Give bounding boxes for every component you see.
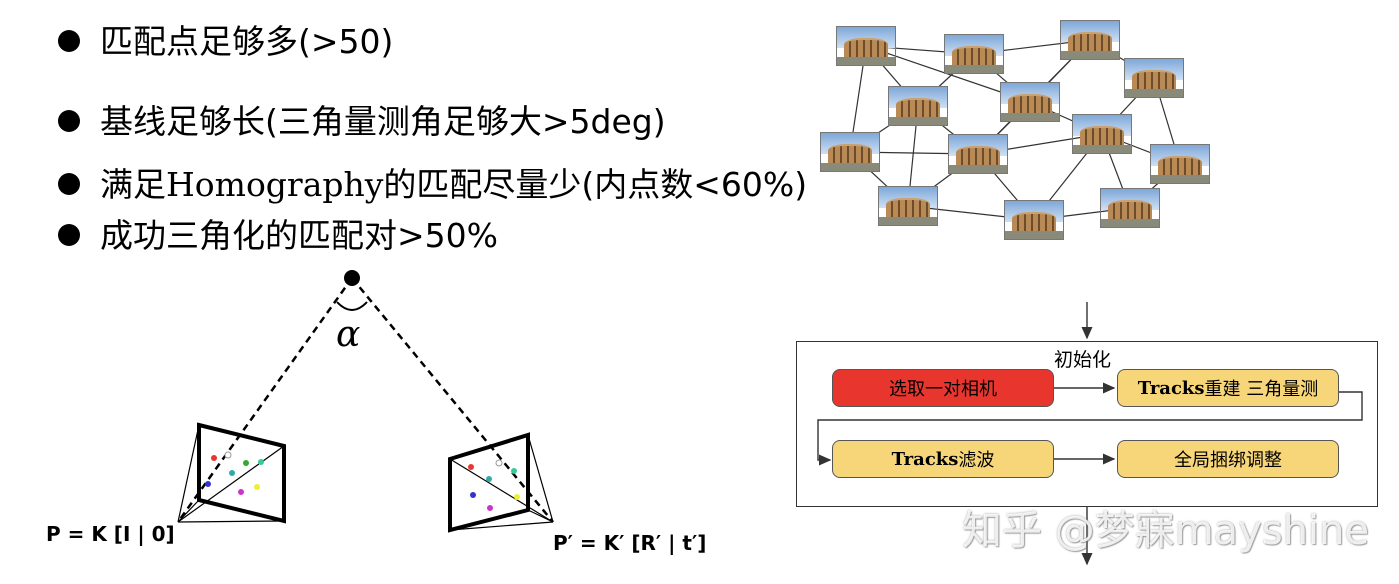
node-label-latin: Tracks xyxy=(891,448,959,470)
node-label-latin: Tracks xyxy=(1137,377,1205,399)
left-frustum-edge xyxy=(177,520,285,523)
bullet-text: 基线足够长(三角量测角足够大>5deg) xyxy=(100,102,666,141)
feature-point xyxy=(470,492,476,498)
bullet-dot xyxy=(58,29,80,52)
feature-point xyxy=(224,451,232,459)
feature-point xyxy=(205,481,211,487)
photo-node xyxy=(1150,144,1210,184)
bullet-text: 成功三角化的匹配对>50% xyxy=(100,216,498,255)
two-view-geometry-diagram xyxy=(176,270,554,533)
photo-node xyxy=(888,86,948,126)
feature-point xyxy=(495,459,503,467)
feature-point xyxy=(238,489,244,495)
node-label: 全局捆绑调整 xyxy=(1174,450,1282,471)
feature-point xyxy=(511,468,517,474)
photo-node xyxy=(1000,82,1060,122)
photo-node xyxy=(1124,58,1184,98)
left-frustum-edge xyxy=(177,424,200,523)
bullet-1: 匹配点足够多(>50) xyxy=(58,22,393,62)
node-select-camera-pair: 选取一对相机 xyxy=(832,369,1054,407)
bullet-dot xyxy=(58,223,80,246)
scene-point xyxy=(344,270,360,286)
photo-node xyxy=(948,134,1008,174)
feature-point xyxy=(514,494,520,500)
flowchart-title: 初始化 xyxy=(1054,349,1112,371)
feature-point xyxy=(486,476,492,482)
feature-point xyxy=(258,459,264,465)
left-frustum-edge xyxy=(177,445,285,523)
arrow-rebuild-to-filter xyxy=(817,391,1363,466)
initialization-frame xyxy=(796,341,1378,507)
feature-point xyxy=(487,505,493,511)
bullet-text-prefix: 满足 xyxy=(100,165,166,204)
feature-point xyxy=(243,460,249,466)
image-connectivity-graph xyxy=(812,14,1212,246)
bullet-dot xyxy=(58,109,80,132)
bullet-dot xyxy=(58,172,80,195)
photo-node xyxy=(820,132,880,172)
feature-point xyxy=(229,470,235,476)
photo-node xyxy=(1060,20,1120,60)
right-frustum-edge xyxy=(527,434,554,523)
photo-node xyxy=(836,26,896,66)
photo-node xyxy=(878,186,938,226)
bullet-text-serif: Homography xyxy=(166,165,384,204)
right-frustum-edge xyxy=(449,521,554,531)
photo-node xyxy=(944,34,1004,74)
angle-arc xyxy=(336,301,368,311)
photo-node xyxy=(1004,200,1064,240)
left-camera-label: P = K [I | 0] xyxy=(46,522,175,546)
node-bundle-adjustment: 全局捆绑调整 xyxy=(1117,440,1339,478)
node-label: 滤波 xyxy=(958,450,995,471)
right-camera-label: P′ = K′ [R′ | t′] xyxy=(553,531,707,555)
bullet-3: 满足Homography的匹配尽量少(内点数<60%) xyxy=(58,165,807,205)
feature-point xyxy=(468,464,474,470)
ray-right xyxy=(351,277,554,523)
right-frustum-edge xyxy=(449,458,554,523)
watermark: 知乎 @梦寐mayshine xyxy=(962,508,1370,554)
bullet-2: 基线足够长(三角量测角足够大>5deg) xyxy=(58,102,666,142)
left-frustum-edge xyxy=(177,499,200,523)
photo-node xyxy=(1100,188,1160,228)
bullet-4: 成功三角化的匹配对>50% xyxy=(58,216,498,256)
angle-label: α xyxy=(336,314,361,355)
node-label: 重建 三角量测 xyxy=(1204,379,1319,400)
flowchart-arrows xyxy=(817,302,1363,566)
node-label: 选取一对相机 xyxy=(889,379,997,400)
photo-node xyxy=(1072,114,1132,154)
ray-left xyxy=(176,277,354,523)
right-frustum-edge xyxy=(527,509,554,523)
bullet-text-suffix: 的匹配尽量少(内点数<60%) xyxy=(383,165,808,204)
feature-point xyxy=(211,455,217,461)
bullet-text: 匹配点足够多(>50) xyxy=(100,22,394,61)
feature-point xyxy=(254,484,260,490)
